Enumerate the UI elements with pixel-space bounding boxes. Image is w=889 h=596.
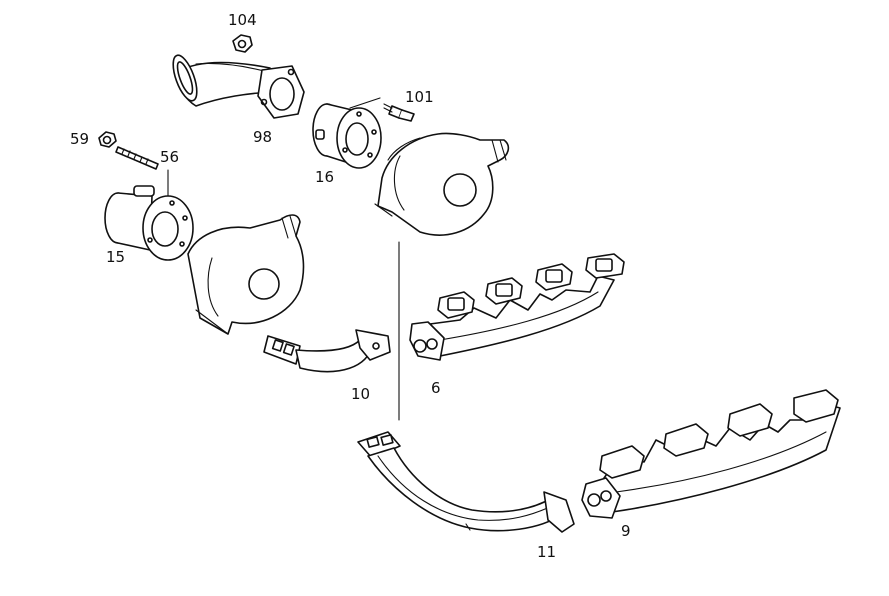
lower-turbo-housing[interactable] xyxy=(187,214,305,335)
label-15: 15 xyxy=(106,248,125,266)
manifold-9-port-1 xyxy=(599,445,645,479)
part-6-exhaust-manifold[interactable] xyxy=(409,253,625,361)
manifold-9-port-2 xyxy=(663,423,709,457)
label-98: 98 xyxy=(253,128,272,146)
label-9: 9 xyxy=(621,522,631,540)
part-104-nut[interactable] xyxy=(232,34,253,53)
part-11-long-pipe[interactable] xyxy=(357,431,575,533)
label-16: 16 xyxy=(315,168,334,186)
part-15-housing[interactable] xyxy=(104,185,194,261)
label-104: 104 xyxy=(228,11,257,29)
manifold-6-port-1 xyxy=(437,291,475,319)
label-10: 10 xyxy=(351,385,370,403)
part-10-pipe[interactable] xyxy=(263,329,391,373)
manifold-9-port-3 xyxy=(727,403,773,437)
manifold-6-port-3 xyxy=(535,263,573,291)
upper-turbo-housing[interactable] xyxy=(374,132,510,421)
label-6: 6 xyxy=(431,379,441,397)
part-59-nut[interactable] xyxy=(98,131,117,148)
manifold-9-port-4 xyxy=(793,389,839,423)
label-56: 56 xyxy=(160,148,179,166)
part-101-bolt[interactable] xyxy=(383,103,415,122)
part-9-exhaust-manifold[interactable] xyxy=(581,389,841,519)
part-16-housing[interactable] xyxy=(312,97,382,169)
label-11: 11 xyxy=(537,543,556,561)
part-56-stud[interactable] xyxy=(115,146,169,199)
manifold-6-port-2 xyxy=(485,277,523,305)
part-98-elbow-pipe[interactable] xyxy=(168,52,305,119)
manifold-6-port-4 xyxy=(585,253,625,279)
label-59: 59 xyxy=(70,130,89,148)
label-101: 101 xyxy=(405,88,434,106)
